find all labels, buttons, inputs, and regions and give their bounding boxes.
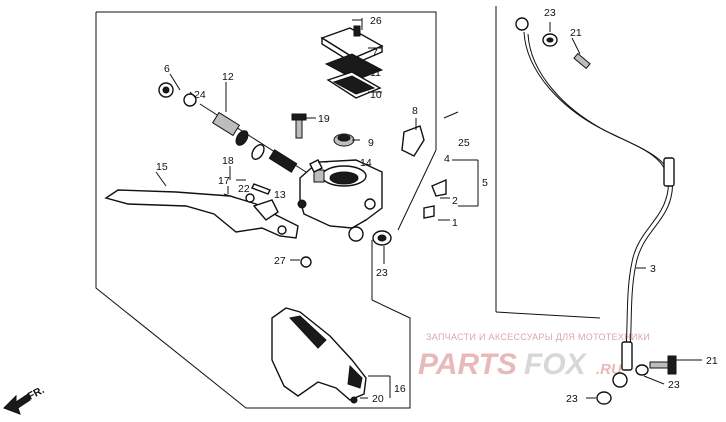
callout-1: 1 xyxy=(452,217,458,229)
callout-4: 4 xyxy=(444,153,450,165)
watermark-tagline: ЗАПЧАСТИ И АКСЕССУАРЫ ДЛЯ МОТОТЕХНИКИ xyxy=(426,332,650,342)
callout-23-bottom-right: 23 xyxy=(668,379,680,391)
callout-12: 12 xyxy=(222,71,234,83)
callout-14: 14 xyxy=(360,157,372,169)
master-cylinder xyxy=(297,159,383,242)
callout-8: 8 xyxy=(412,105,418,117)
callout-18: 18 xyxy=(222,155,234,167)
callout-10: 10 xyxy=(370,89,382,101)
callout-24: 24 xyxy=(194,89,206,101)
callout-23-top: 23 xyxy=(544,7,556,19)
switch-parts xyxy=(372,111,459,246)
callout-3: 3 xyxy=(650,263,656,275)
small-parts xyxy=(223,113,355,268)
callout-21-top: 21 xyxy=(570,27,582,39)
assembly-frame xyxy=(95,11,437,409)
callout-23-master: 23 xyxy=(376,267,388,279)
callout-21-bottom: 21 xyxy=(706,355,718,367)
callout-7: 7 xyxy=(372,47,378,59)
piston-kit xyxy=(158,82,307,173)
callout-25: 25 xyxy=(458,137,470,149)
watermark-logo-left: PARTS xyxy=(418,348,517,381)
callout-27: 27 xyxy=(274,255,286,267)
leader-lines xyxy=(155,19,702,399)
front-marker: FR. xyxy=(26,384,47,403)
callout-2: 2 xyxy=(452,195,458,207)
callout-20: 20 xyxy=(372,393,384,405)
callout-22: 22 xyxy=(238,183,250,195)
callout-15: 15 xyxy=(156,161,168,173)
lever-cover xyxy=(271,307,367,404)
watermark-logo-right: FOX xyxy=(524,348,588,381)
callout-26: 26 xyxy=(370,15,382,27)
callout-6: 6 xyxy=(164,63,170,75)
callout-19: 19 xyxy=(318,113,330,125)
hose-frame xyxy=(495,6,601,319)
callout-16: 16 xyxy=(394,383,406,395)
callout-5: 5 xyxy=(482,177,488,189)
callout-9: 9 xyxy=(368,137,374,149)
callout-13: 13 xyxy=(274,189,286,201)
brake-hose xyxy=(515,17,677,405)
reservoir-cap-stack xyxy=(320,18,384,99)
callout-23-bottom-left: 23 xyxy=(566,393,578,405)
watermark: ЗАПЧАСТИ И АКСЕССУАРЫ ДЛЯ МОТОТЕХНИКИ PA… xyxy=(418,332,650,381)
callout-11: 11 xyxy=(370,67,381,79)
front-arrow: FR. xyxy=(3,384,47,415)
callout-17: 17 xyxy=(218,175,230,187)
callouts: 26 7 11 10 6 12 24 19 8 9 25 4 15 18 14 … xyxy=(156,7,718,405)
brake-lever xyxy=(104,189,299,239)
